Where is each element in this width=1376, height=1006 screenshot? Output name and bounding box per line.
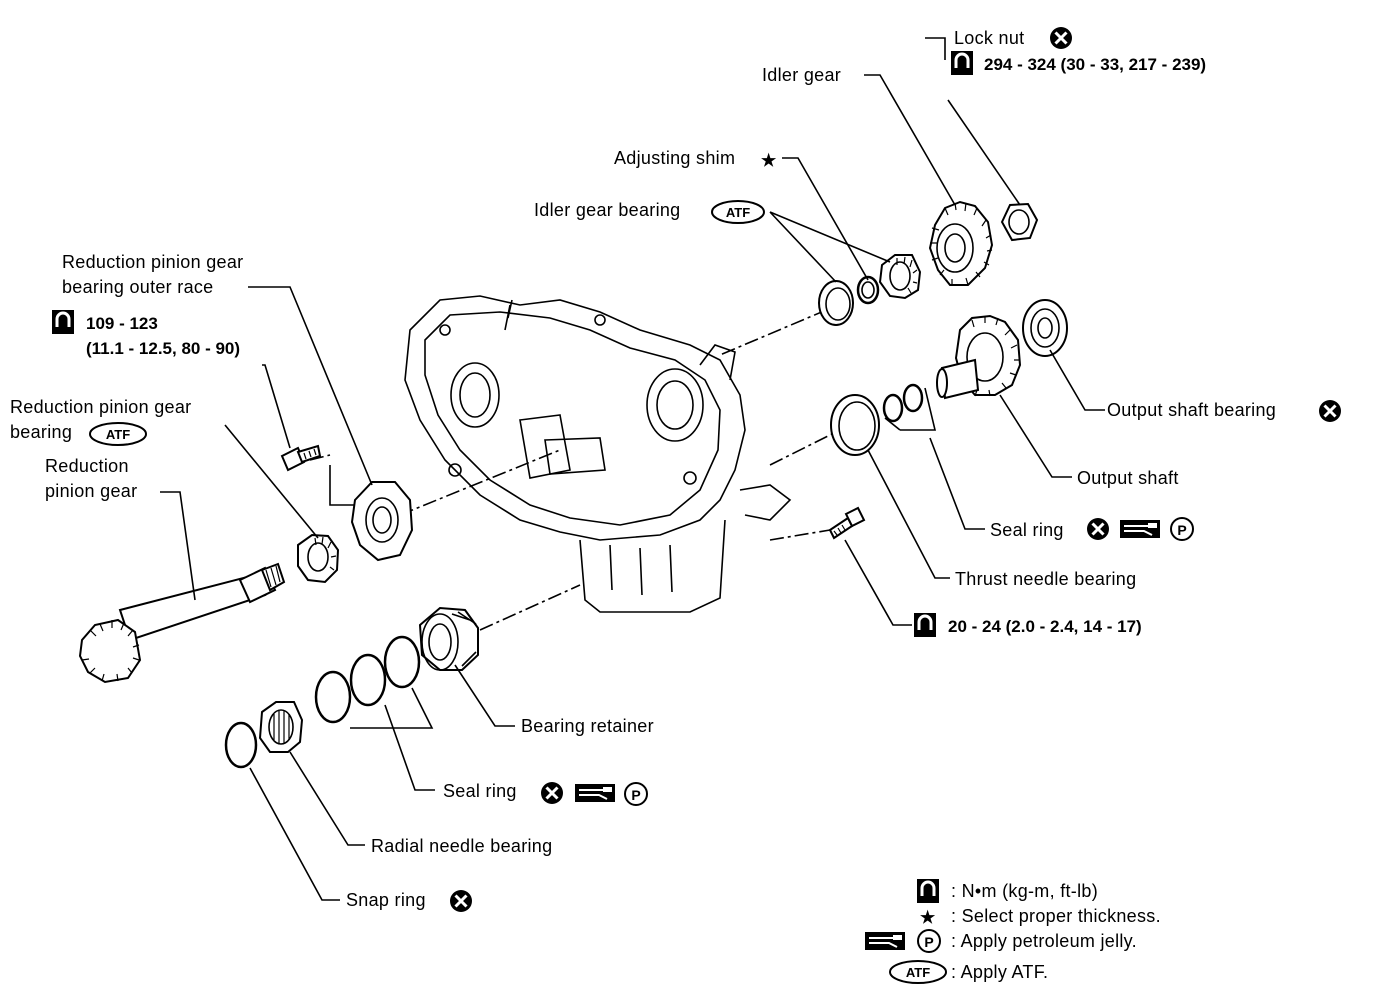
bearing-retainer-label: Bearing retainer [521,716,654,736]
callout-seal-ring-lower: Seal ring P [443,780,648,806]
star-icon: ★ [761,151,777,170]
rpg-shaft-part [78,562,286,684]
no-reuse-icon [448,888,474,914]
idler-bearing-part [878,254,922,300]
torque-wrench-icon [915,877,941,905]
petroleum-badge-icon [624,782,648,806]
petroleum-badge-text: P [631,787,640,803]
atf-badge-text: ATF [726,205,750,220]
no-reuse-icon [1317,398,1343,424]
rpg-label-1: Reduction [45,456,129,476]
radial-needle-bearing-part [258,701,304,753]
rpg-bearing-label-1: Reduction pinion gear [10,397,191,417]
petroleum-badge-icon [1170,517,1194,541]
outer-race-flange-part [350,481,414,562]
leader-lines [160,37,1105,901]
petroleum-jelly-icon [864,931,906,951]
atf-badge-icon [889,960,947,984]
callout-idler-gear-bearing: Idler gear bearing ATF [534,200,765,224]
lock-nut-part [1000,202,1039,242]
axis-lines [309,299,851,631]
legend-select-thickness: : Select proper thickness. [951,906,1161,926]
legend-apply-jelly: : Apply petroleum jelly. [951,931,1137,951]
torque-wrench-icon [912,611,938,639]
bearing-retainer-part [418,606,479,671]
radial-needle-bearing-label: Radial needle bearing [371,836,552,856]
atf-badge-icon [711,200,765,224]
output-shaft-bearing-part [1022,299,1068,357]
petroleum-badge-text: P [1177,522,1186,538]
callout-snap-ring: Snap ring [346,888,474,914]
callout-lock-nut: Lock nut 294 - 324 (30 - 33, 217 - 239) [949,25,1206,77]
callout-outer-race: Reduction pinion gear bearing outer race [62,252,243,297]
retainer-bolt-torque: 20 - 24 (2.0 - 2.4, 14 - 17) [948,617,1142,636]
snap-ring-part [224,721,258,769]
thrust-bearing-part [830,383,924,456]
no-reuse-icon [539,780,565,806]
snap-ring-label: Snap ring [346,890,426,910]
idler-gear-label: Idler gear [762,65,841,85]
legend-apply-atf: : Apply ATF. [951,962,1048,982]
petroleum-jelly-icon [1119,519,1161,539]
torque-wrench-icon [949,49,975,77]
callout-race-bolt-torque: 109 - 123 (11.1 - 12.5, 80 - 90) [50,308,240,358]
output-shaft-label: Output shaft [1077,468,1179,488]
petroleum-jelly-icon [574,783,616,803]
lock-nut-torque: 294 - 324 (30 - 33, 217 - 239) [984,55,1206,74]
petroleum-badge-icon [917,929,941,953]
output-shaft-bearing-label: Output shaft bearing [1107,400,1276,420]
star-icon: ★ [920,908,936,927]
seal-ring-upper-label: Seal ring [990,520,1064,540]
outer-race-label-1: Reduction pinion gear [62,252,243,272]
idler-outer-race-part [818,280,854,326]
callout-rpg-bearing: Reduction pinion gear bearing ATF [10,397,191,446]
race-bolt-part [280,444,322,472]
idler-gear-bearing-label: Idler gear bearing [534,200,681,220]
atf-badge-text: ATF [106,427,130,442]
torque-wrench-icon [50,308,76,336]
race-bolt-torque-2: (11.1 - 12.5, 80 - 90) [86,339,240,358]
rpg-bearing-part [297,533,340,584]
adjusting-shim-label: Adjusting shim [614,148,735,168]
lower-seal-rings-part [314,635,421,724]
callout-adjusting-shim: Adjusting shim ★ [614,148,777,170]
outer-race-label-2: bearing outer race [62,277,214,297]
atf-badge-icon [89,422,147,446]
race-bolt-torque-1: 109 - 123 [86,314,158,333]
adjusting-shim-part [856,275,880,305]
legend-torque-units: : N•m (kg-m, ft-lb) [951,881,1098,901]
petroleum-badge-text: P [924,934,933,950]
seal-ring-lower-label: Seal ring [443,781,517,801]
atf-badge-text: ATF [906,965,930,980]
transaxle-case [404,295,792,613]
retainer-bolt-part [828,506,866,540]
callout-seal-ring-upper: Seal ring P [990,516,1194,542]
lock-nut-label: Lock nut [954,28,1024,48]
callout-output-shaft-bearing: Output shaft bearing [1107,398,1343,424]
idler-gear-part [928,200,994,286]
callout-retainer-bolt-torque: 20 - 24 (2.0 - 2.4, 14 - 17) [912,611,1142,639]
no-reuse-icon [1048,25,1074,51]
no-reuse-icon [1085,516,1111,542]
rpg-label-2: pinion gear [45,481,137,501]
callout-rpg: Reduction pinion gear [45,456,137,501]
thrust-needle-bearing-label: Thrust needle bearing [955,569,1136,589]
rpg-bearing-label-2: bearing [10,422,72,442]
symbol-legend: : N•m (kg-m, ft-lb) ★ : Select proper th… [864,877,1161,984]
output-shaft-part [936,314,1022,400]
